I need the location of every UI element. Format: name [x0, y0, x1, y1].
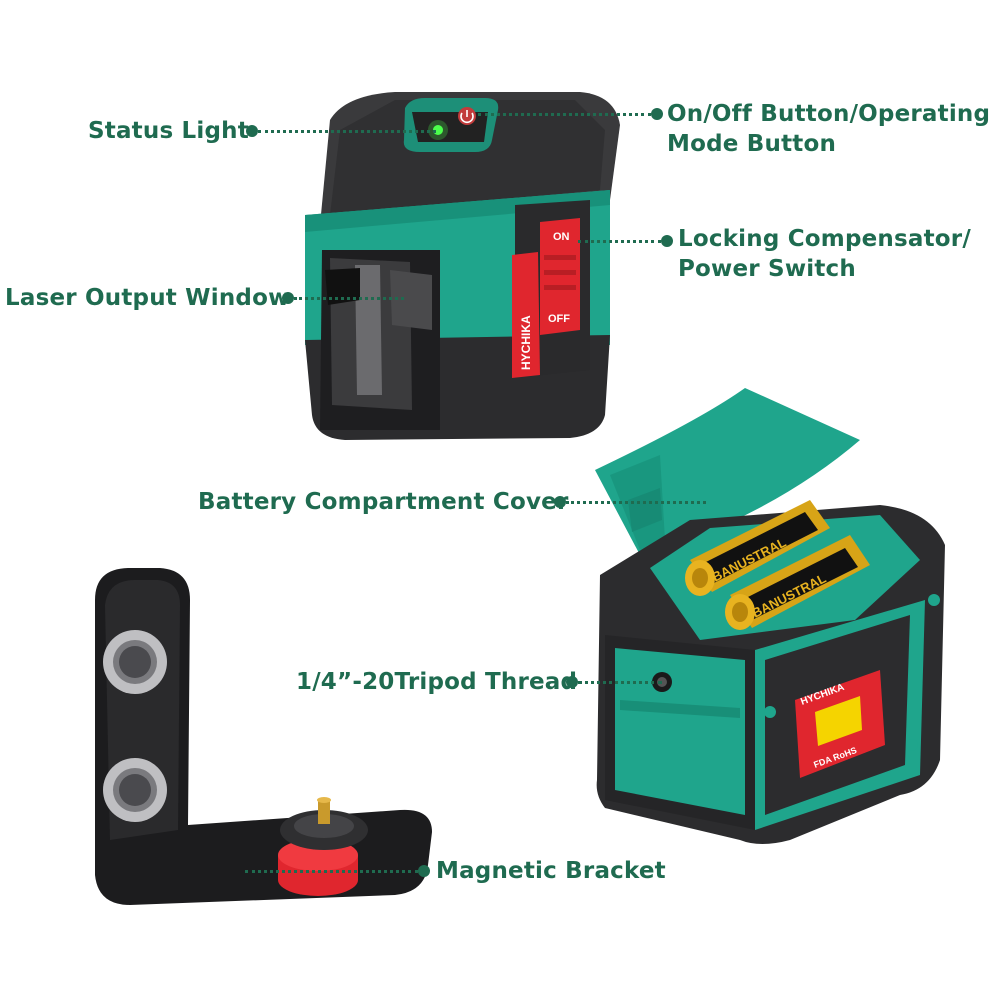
- laser-window-dot: [282, 292, 294, 304]
- magnetic-bracket-line: [245, 870, 418, 873]
- on-off-line: [478, 113, 651, 116]
- locking-compensator-label: Locking Compensator/ Power Switch: [678, 224, 971, 284]
- on-off-label-line-1: On/Off Button/Operating: [667, 101, 991, 127]
- laser-output-window-label: Laser Output Window: [5, 285, 290, 311]
- laser-window-line: [294, 297, 404, 300]
- battery-cover-line: [566, 501, 706, 504]
- switch-on-label: ON: [553, 231, 570, 243]
- switch-off-label: OFF: [548, 313, 570, 325]
- magnetic-bracket-dot: [418, 865, 430, 877]
- status-light-dot: [246, 125, 258, 137]
- laser-level-front-view: ON OFF HYCHIKA: [305, 92, 620, 440]
- locking-label-line-2: Power Switch: [678, 256, 856, 282]
- status-light-line: [258, 130, 436, 133]
- battery-cover-dot: [554, 496, 566, 508]
- locking-label-line-1: Locking Compensator/: [678, 226, 971, 252]
- tripod-thread-label: 1/4”-20Tripod Thread: [296, 669, 578, 695]
- tripod-thread-line: [578, 681, 662, 684]
- battery-cover-label: Battery Compartment Cover: [198, 489, 569, 515]
- status-light-label: Status Light: [88, 118, 249, 144]
- magnetic-bracket-label: Magnetic Bracket: [436, 858, 666, 884]
- magnetic-bracket-shape: [95, 568, 432, 905]
- locking-dot: [661, 235, 673, 247]
- brand-label-front: HYCHIKA: [519, 315, 533, 370]
- locking-line: [578, 240, 661, 243]
- on-off-button-label: On/Off Button/Operating Mode Button: [667, 99, 990, 159]
- laser-level-battery-view: BANUSTRAL BANUSTRAL HYCHIKA: [595, 388, 945, 844]
- on-off-dot: [651, 108, 663, 120]
- on-off-label-line-2: Mode Button: [667, 131, 837, 157]
- tripod-thread-dot: [566, 676, 578, 688]
